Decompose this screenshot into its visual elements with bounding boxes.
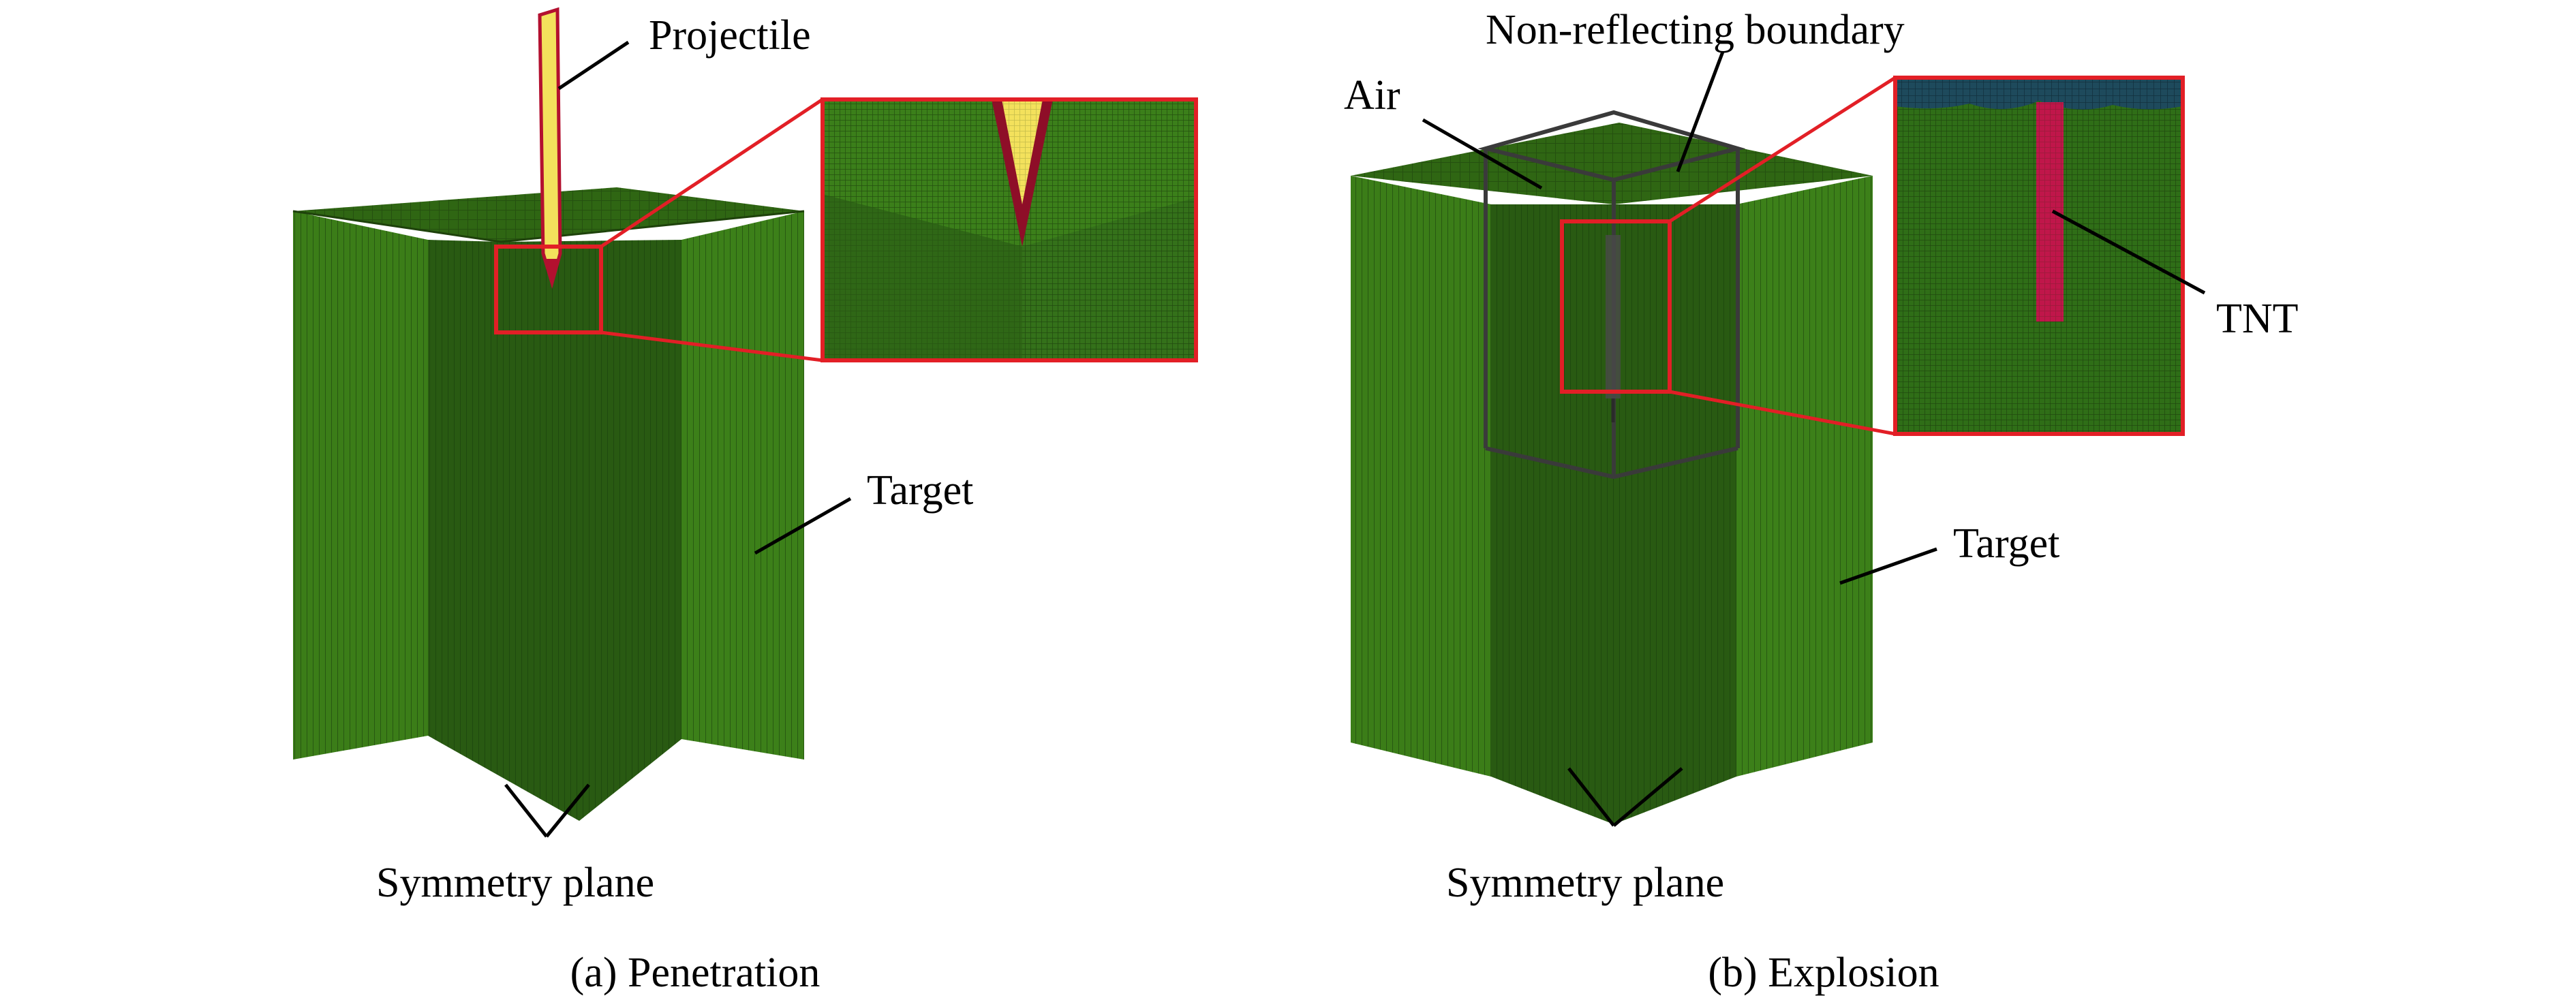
- label-symmetry-b: Symmetry plane: [1446, 860, 1724, 906]
- label-projectile: Projectile: [649, 12, 811, 59]
- projectile-a-shank: [538, 7, 562, 289]
- label-non-reflecting-boundary: Non-reflecting boundary: [1486, 7, 1905, 53]
- projectile-a: [538, 7, 562, 289]
- panel-b-explosion: Non-reflecting boundary Air TNT Target S…: [1344, 7, 2299, 996]
- tnt-charge-b: [1606, 235, 1621, 422]
- zoom-inset-b: [1893, 76, 2185, 436]
- label-air: Air: [1344, 72, 1400, 119]
- caption-b: (b) Explosion: [1708, 950, 1939, 996]
- label-target-b: Target: [1953, 520, 2059, 567]
- zoom-region-b: [1560, 219, 1672, 394]
- panel-a-penetration: Projectile Target Symmetry plane (a) Pen…: [292, 7, 1198, 996]
- projectile-a-nose: [543, 259, 560, 287]
- label-symmetry-a: Symmetry plane: [376, 860, 654, 906]
- label-tnt: TNT: [2216, 296, 2299, 342]
- zoom-inset-a: [821, 97, 1198, 362]
- label-target-a: Target: [867, 467, 973, 514]
- target-block-b: [1351, 123, 1873, 824]
- target-block-a: [292, 187, 805, 821]
- caption-a: (a) Penetration: [570, 950, 821, 996]
- zoom-region-a: [494, 245, 603, 334]
